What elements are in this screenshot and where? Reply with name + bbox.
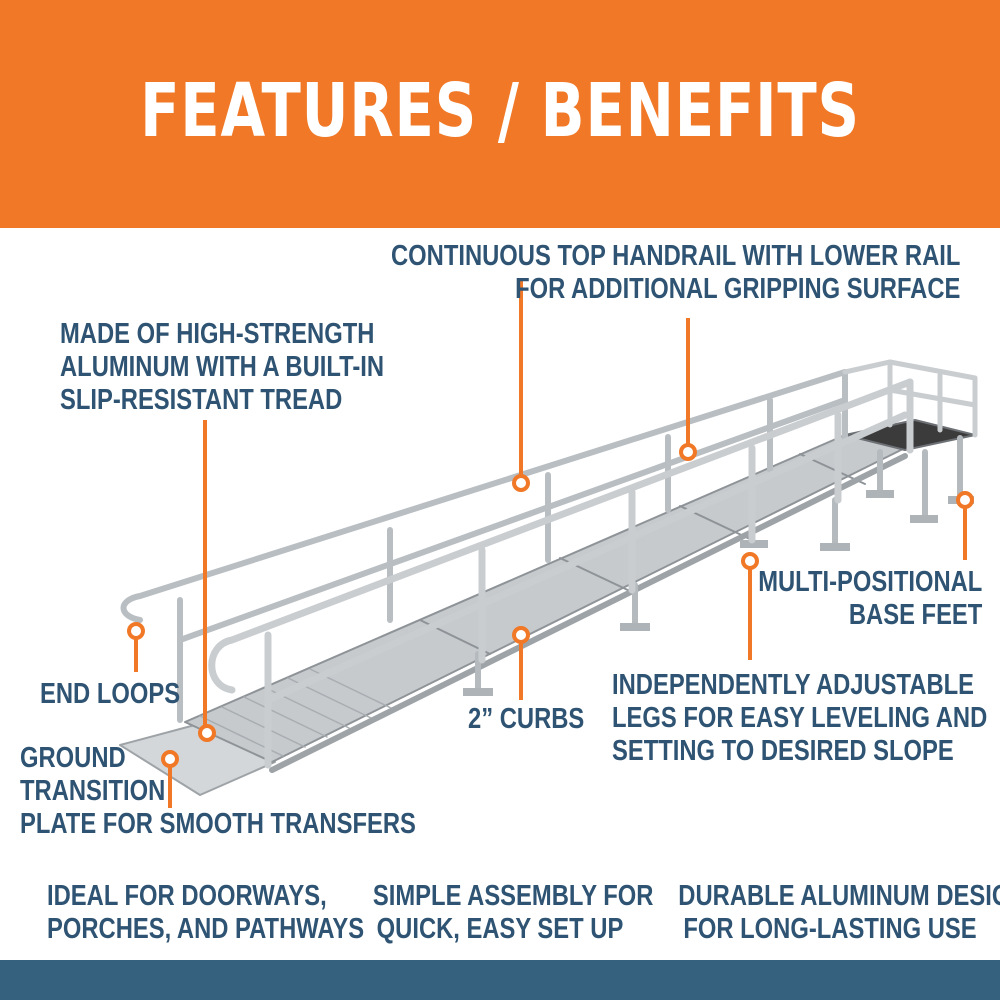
base-feet-callout: MULTI-POSITIONAL BASE FEET bbox=[758, 566, 982, 632]
legs-callout-line-2: LEGS FOR EASY LEVELING AND bbox=[612, 702, 988, 734]
benefit-doorways-line-2: PORCHES, AND PATHWAYS bbox=[47, 913, 365, 945]
aluminum-callout-line-2: ALUMINUM WITH A BUILT-IN bbox=[60, 351, 385, 383]
benefit-doorways-line-1: IDEAL FOR DOORWAYS, bbox=[47, 880, 327, 912]
handrail-callout-line-1: CONTINUOUS TOP HANDRAIL WITH LOWER RAIL bbox=[390, 240, 960, 272]
benefit-assembly-line-1: SIMPLE ASSEMBLY FOR bbox=[372, 880, 654, 912]
aluminum-callout-line-3: SLIP-RESISTANT TREAD bbox=[60, 384, 343, 416]
benefit-doorways: IDEAL FOR DOORWAYS, PORCHES, AND PATHWAY… bbox=[47, 880, 365, 946]
aluminum-callout-line-1: MADE OF HIGH-STRENGTH bbox=[60, 318, 375, 350]
ground-plate-callout-line-3: PLATE FOR SMOOTH TRANSFERS bbox=[20, 808, 416, 840]
curbs-label: 2” CURBS bbox=[468, 703, 585, 735]
header-banner: FEATURES / BENEFITS bbox=[0, 0, 1000, 228]
handrail-callout-line-2: FOR ADDITIONAL GRIPPING SURFACE bbox=[514, 273, 960, 305]
benefit-assembly-line-2: QUICK, EASY SET UP bbox=[376, 913, 624, 945]
legs-callout-line-3: SETTING TO DESIRED SLOPE bbox=[612, 735, 954, 767]
footer-bar bbox=[0, 960, 1000, 1000]
base-feet-callout-line-2: BASE FEET bbox=[848, 599, 982, 631]
benefit-durable-line-2: FOR LONG-LASTING USE bbox=[683, 913, 977, 945]
benefit-durable-line-1: DURABLE ALUMINUM DESIGN bbox=[678, 880, 1000, 912]
callout-markers bbox=[127, 280, 974, 808]
near-handrail bbox=[208, 378, 914, 769]
ground-plate-callout-line-2: TRANSITION bbox=[20, 775, 166, 807]
legs-callout: INDEPENDENTLY ADJUSTABLE LEGS FOR EASY L… bbox=[612, 669, 987, 768]
benefit-assembly: SIMPLE ASSEMBLY FOR QUICK, EASY SET UP bbox=[372, 880, 654, 946]
handrail-callout: CONTINUOUS TOP HANDRAIL WITH LOWER RAIL … bbox=[391, 240, 960, 306]
ground-plate-callout: GROUND TRANSITION PLATE FOR SMOOTH TRANS… bbox=[20, 742, 416, 841]
curbs-callout: 2” CURBS bbox=[468, 703, 584, 736]
end-loops-callout: END LOOPS bbox=[40, 678, 180, 711]
legs-callout-line-1: INDEPENDENTLY ADJUSTABLE bbox=[612, 669, 975, 701]
aluminum-callout: MADE OF HIGH-STRENGTH ALUMINUM WITH A BU… bbox=[60, 318, 384, 417]
base-feet-callout-line-1: MULTI-POSITIONAL bbox=[757, 566, 982, 598]
transition-plate bbox=[119, 724, 276, 796]
benefit-durable: DURABLE ALUMINUM DESIGN FOR LONG-LASTING… bbox=[678, 880, 1000, 946]
page-title: FEATURES / BENEFITS bbox=[140, 68, 860, 154]
ground-plate-callout-line-1: GROUND bbox=[20, 742, 126, 774]
end-loops-label: END LOOPS bbox=[40, 678, 181, 710]
